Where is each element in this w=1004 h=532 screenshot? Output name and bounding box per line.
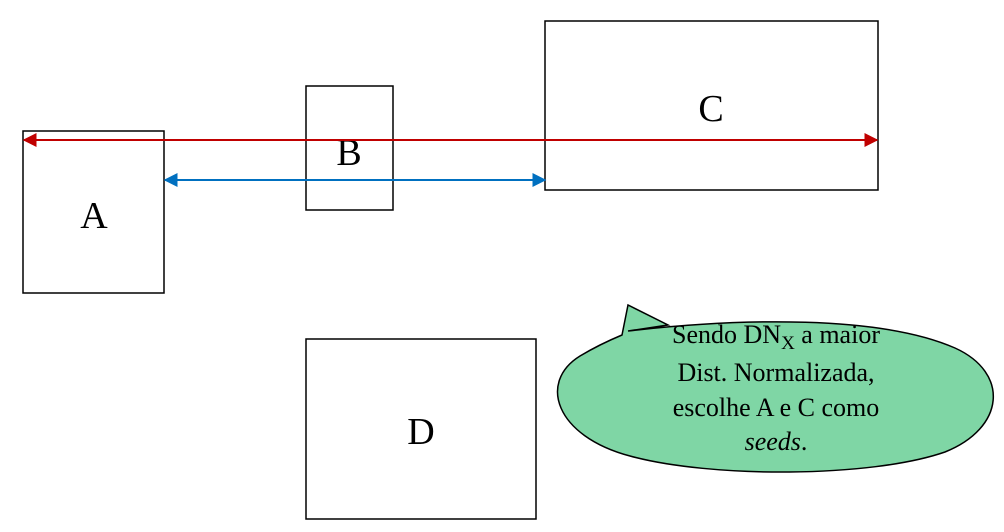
box-a: A — [22, 130, 165, 294]
box-a-rect — [22, 130, 165, 294]
callout-line-1-sub: X — [781, 333, 795, 354]
box-b-label: B — [336, 132, 361, 174]
box-c-label: C — [698, 88, 723, 130]
callout-line-4-italic: seeds — [745, 427, 801, 456]
box-b-rect — [305, 85, 394, 211]
box-d: D — [305, 338, 537, 520]
box-d-label: D — [407, 411, 434, 453]
box-d-rect — [305, 338, 537, 520]
callout-line-3: escolhe A e C como — [673, 393, 880, 422]
callout-shape — [556, 303, 994, 473]
callout-line-1-post: a maior — [795, 320, 881, 349]
callout-line-1-pre: Sendo DN — [672, 320, 781, 349]
callout-line-4: seeds. — [745, 427, 808, 456]
box-c: C — [544, 20, 879, 191]
callout-line-2: Dist. Normalizada, — [677, 358, 874, 387]
callout-line-1: Sendo DNX a maior — [672, 320, 880, 354]
box-c-rect — [544, 20, 879, 191]
callout-bubble: Sendo DNX a maior Dist. Normalizada, esc… — [556, 303, 994, 473]
callout-line-4-post: . — [801, 427, 808, 456]
box-b: B — [305, 85, 394, 211]
box-a-label: A — [80, 195, 108, 237]
